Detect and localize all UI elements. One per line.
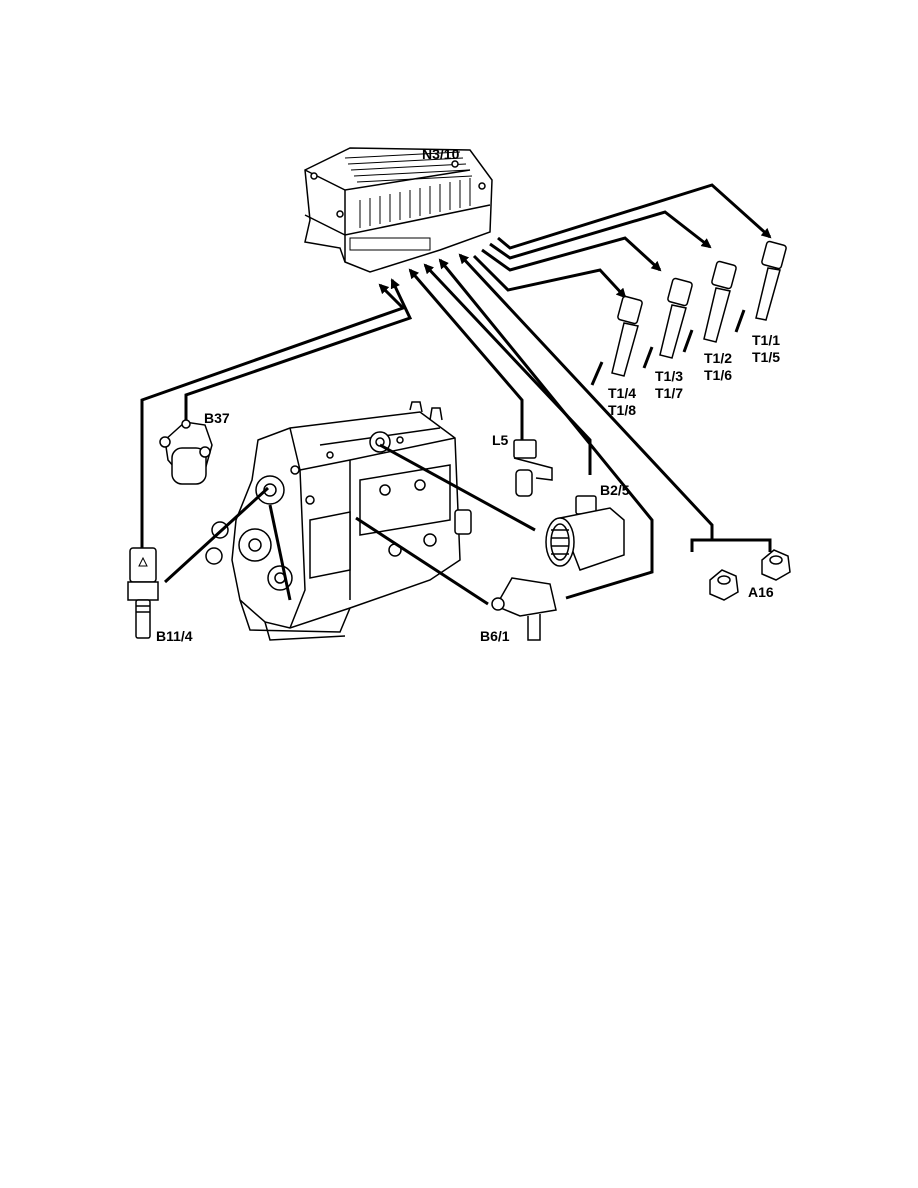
ignition-coil-t1-4 xyxy=(590,295,643,386)
sensor-b6-1 xyxy=(491,577,557,641)
sensor-b2-5 xyxy=(545,495,625,571)
sensor-l5 xyxy=(513,439,553,497)
control-unit-n3-10 xyxy=(304,147,493,273)
label-l5: L5 xyxy=(492,432,509,448)
label-a16: A16 xyxy=(748,584,774,600)
sensor-a16 xyxy=(709,549,791,601)
engine-block xyxy=(205,401,472,641)
pointer-lines xyxy=(163,443,536,606)
sensor-b37 xyxy=(159,419,213,485)
sensor-b11-4 xyxy=(127,547,159,639)
label-b37: B37 xyxy=(204,410,230,426)
ignition-coil-t1-2 xyxy=(682,260,737,353)
label-n3-10: N3/10 xyxy=(422,146,460,162)
sensor-wires xyxy=(140,253,772,600)
label-b11-4: B11/4 xyxy=(156,628,193,644)
label-b2-5: B2/5 xyxy=(600,482,630,498)
coil-wires xyxy=(472,183,772,299)
ignition-coil-t1-3 xyxy=(642,277,693,369)
label-b6-1: B6/1 xyxy=(480,628,510,644)
ignition-coil-t1-1 xyxy=(734,240,787,333)
